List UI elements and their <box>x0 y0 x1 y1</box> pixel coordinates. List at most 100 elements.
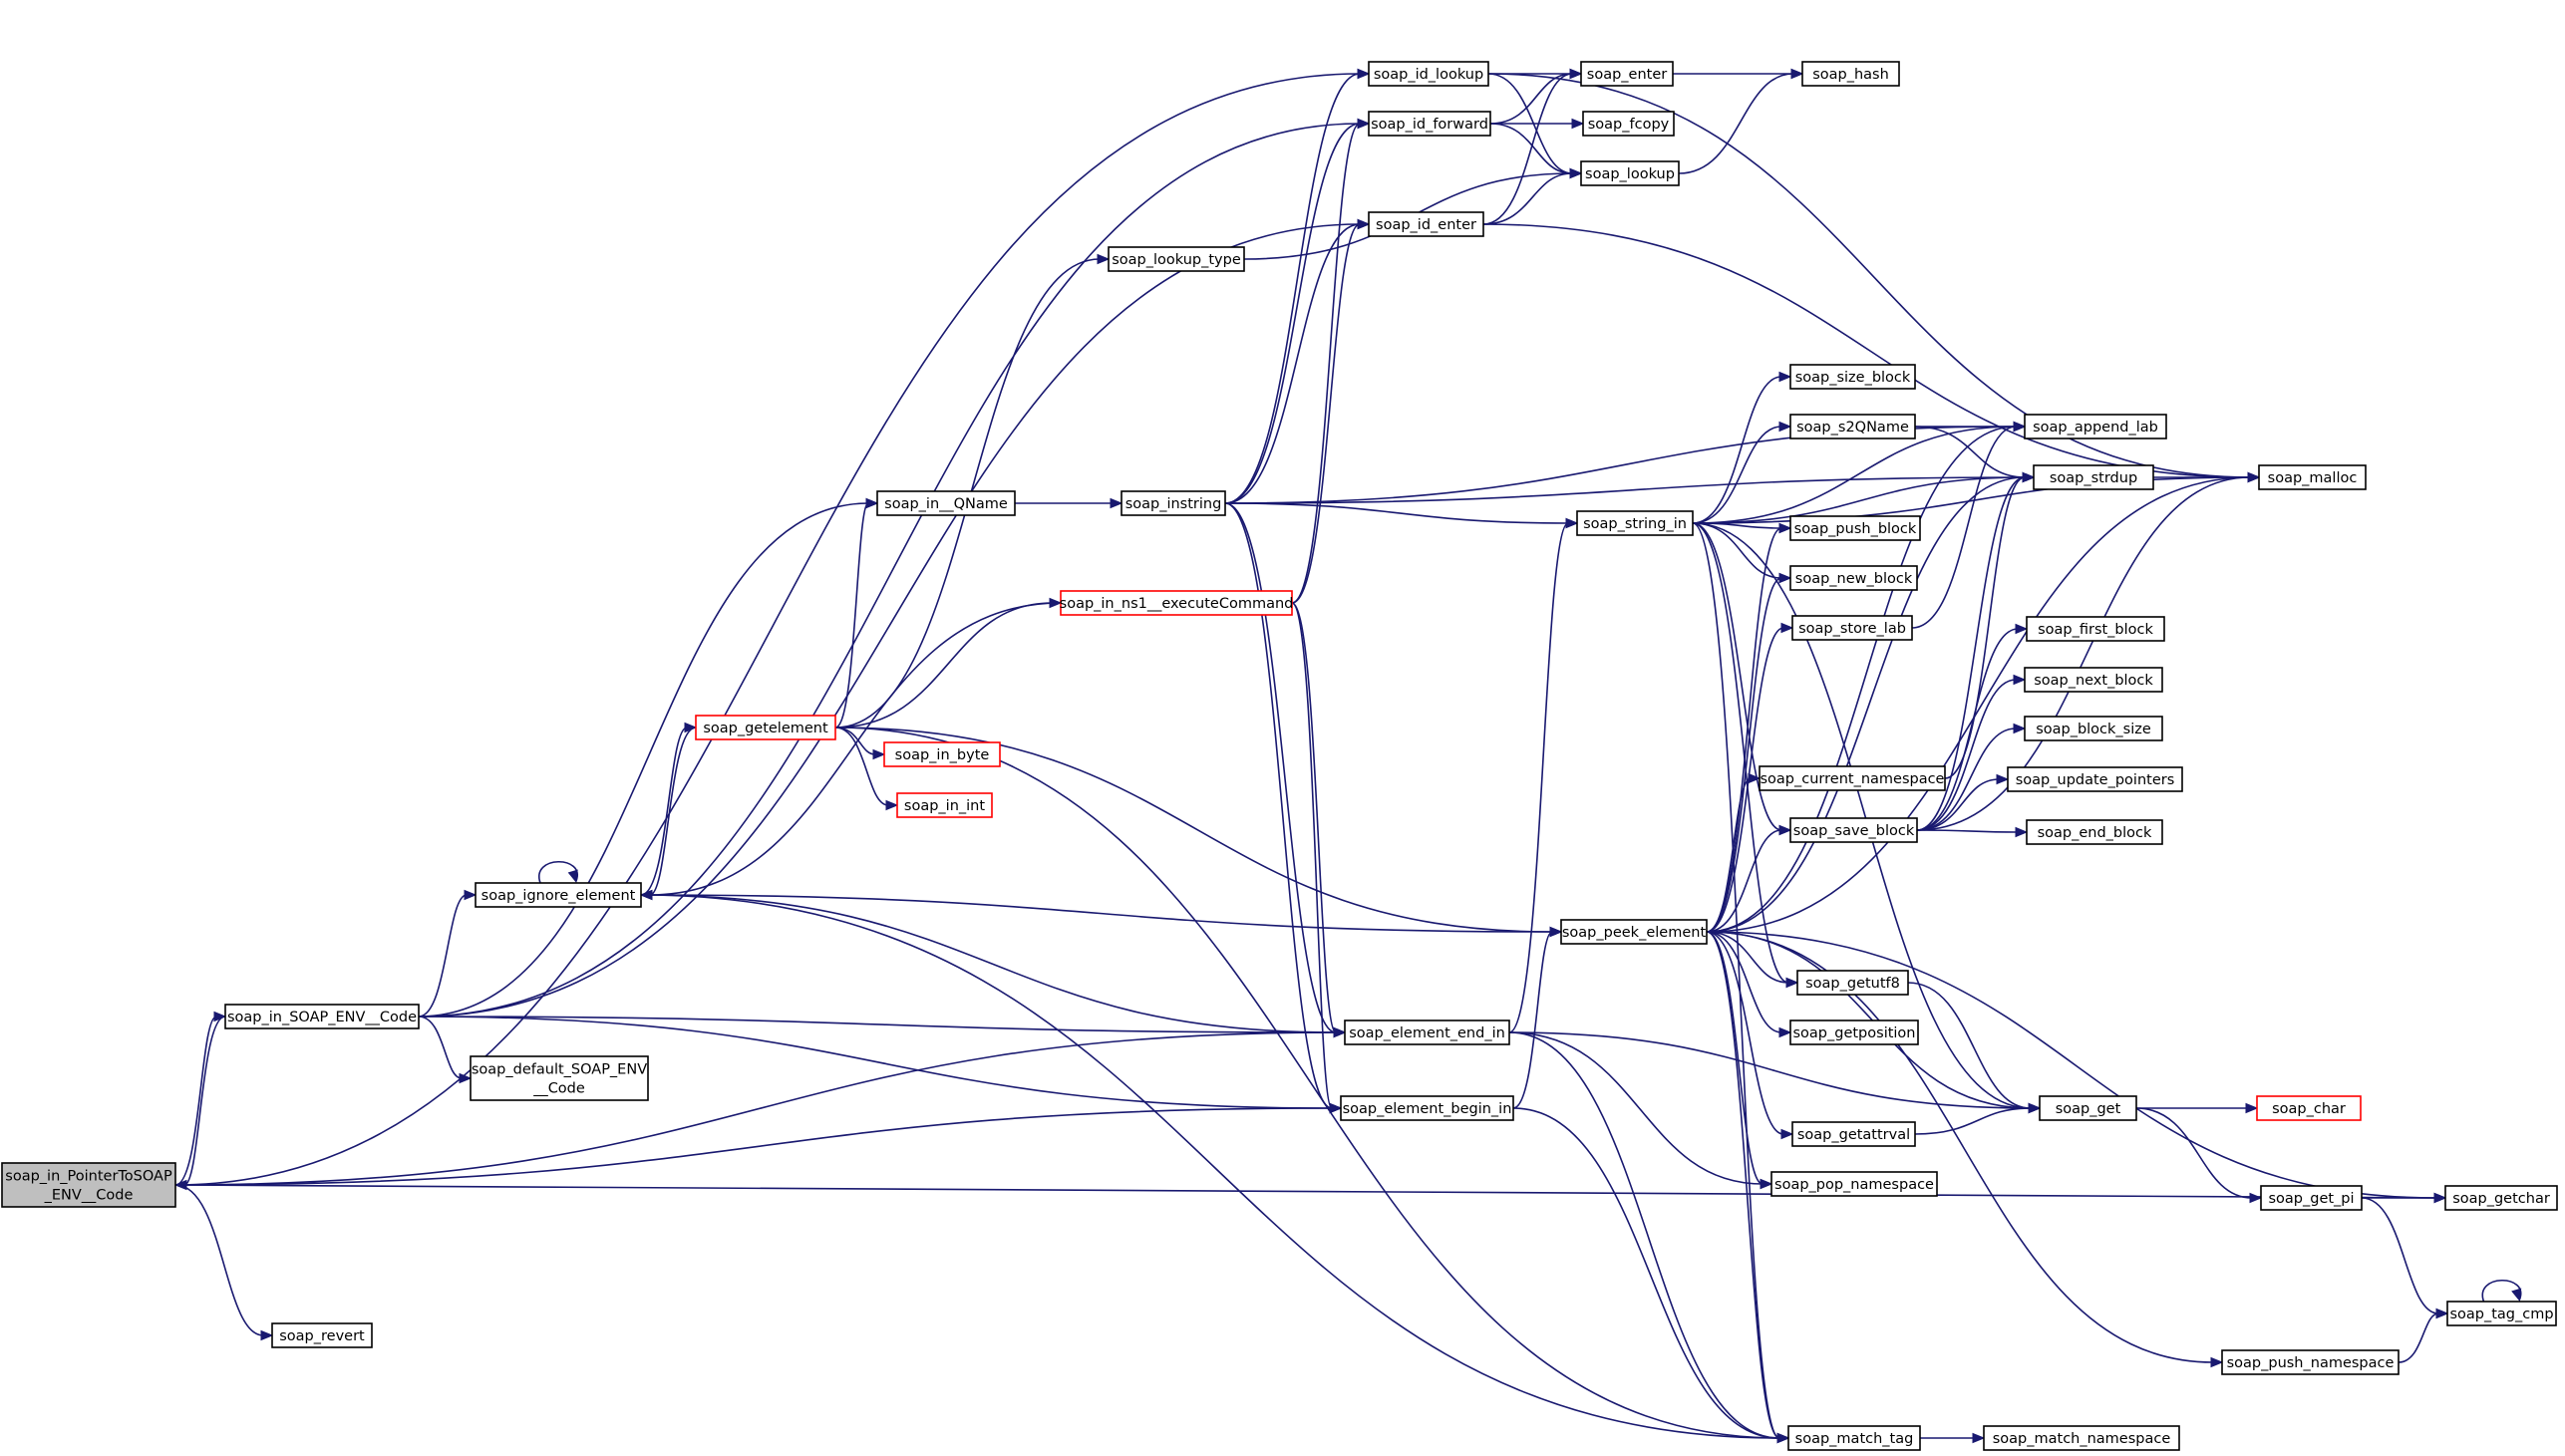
edge-line <box>418 894 468 1018</box>
node-soap-size-block[interactable]: soap_size_block <box>1789 364 1916 390</box>
edge-soap-instring-to-soap-id-lookup <box>1224 68 1371 504</box>
node-soap-end-block[interactable]: soap_end_block <box>2026 819 2163 845</box>
node-label: __Code <box>532 1081 585 1097</box>
edge-arrowhead <box>1778 421 1792 433</box>
node-soap-element-begin-in[interactable]: soap_element_begin_in <box>1340 1095 1514 1121</box>
edge-soap-instring-to-soap-string-in <box>1224 502 1579 529</box>
node-label: soap_save_block <box>1793 823 1915 839</box>
edge-soap-instring-to-soap-id-forward <box>1224 118 1371 504</box>
node-soap-current-namespace[interactable]: soap_current_namespace <box>1759 765 1946 791</box>
edge-soap-peek-element-to-soap-match-tag <box>1706 931 1790 1444</box>
edge-soap-element-end-in-to-soap-string-in <box>1508 517 1579 1033</box>
node-soap-match-namespace[interactable]: soap_match_namespace <box>1983 1425 2180 1451</box>
node-soap-in-byte[interactable]: soap_in_byte <box>883 741 1001 767</box>
node-soap-append-lab[interactable]: soap_append_lab <box>2024 414 2167 439</box>
node-label: soap_s2QName <box>1796 420 1909 436</box>
edge-root-to-soap-element-end-in <box>174 1026 1347 1186</box>
node-soap-malloc[interactable]: soap_malloc <box>2258 464 2367 490</box>
edge-line <box>1508 1031 2032 1109</box>
edge-line <box>418 1016 1337 1033</box>
node-box <box>1 1162 176 1208</box>
node-soap-char[interactable]: soap_char <box>2256 1095 2362 1121</box>
node-soap-peek-element[interactable]: soap_peek_element <box>1560 919 1708 945</box>
node-soap-get-pi[interactable]: soap_get_pi <box>2260 1185 2363 1211</box>
node-soap-in-int[interactable]: soap_in_int <box>896 792 993 818</box>
edge-soap-instring-to-soap-element-end-in <box>1224 502 1347 1038</box>
node-label: soap_in_ns1__executeCommand <box>1060 596 1294 612</box>
node-box <box>2260 1185 2363 1211</box>
node-soap-strdup[interactable]: soap_strdup <box>2033 464 2154 490</box>
node-soap-s2QName[interactable]: soap_s2QName <box>1789 414 1916 439</box>
node-box <box>1791 1121 1916 1147</box>
node-label: soap_id_enter <box>1376 217 1476 233</box>
edge-line <box>1224 502 1569 524</box>
node-box <box>1580 61 1674 87</box>
node-label: soap_char <box>2272 1101 2346 1117</box>
edge-line <box>1914 426 2026 478</box>
node-box <box>2039 1095 2137 1121</box>
node-soap-push-block[interactable]: soap_push_block <box>1789 515 1921 541</box>
node-soap-update-pointers[interactable]: soap_update_pointers <box>2007 766 2183 792</box>
node-soap-revert[interactable]: soap_revert <box>271 1322 373 1348</box>
edge-line <box>1911 426 2017 629</box>
node-soap-in-SOAP-ENV--Code[interactable]: soap_in_SOAP_ENV__Code <box>224 1004 420 1029</box>
edge-soap-element-end-in-to-soap-get <box>1508 1031 2042 1114</box>
node-label: soap_instring <box>1125 496 1222 512</box>
edge-line <box>1692 522 1782 529</box>
edge-arrowhead <box>2028 1102 2042 1114</box>
node-soap-ignore-element[interactable]: soap_ignore_element <box>475 882 642 908</box>
node-soap-string-in[interactable]: soap_string_in <box>1576 510 1694 536</box>
node-label: soap_element_end_in <box>1349 1025 1505 1041</box>
edge-line <box>1706 931 1784 1135</box>
node-soap-getposition[interactable]: soap_getposition <box>1789 1019 1919 1045</box>
node-box <box>695 715 836 740</box>
edge-soap-save-block-to-soap-block-size <box>1916 723 2027 831</box>
edge-line <box>640 894 1553 933</box>
node-soap-fcopy[interactable]: soap_fcopy <box>1582 111 1675 137</box>
node-soap-in-ns1--executeCommand[interactable]: soap_in_ns1__executeCommand <box>1060 590 1294 616</box>
edge-line <box>1706 476 2026 933</box>
node-soap-in--QName[interactable]: soap_in__QName <box>876 490 1016 516</box>
node-soap-store-lab[interactable]: soap_store_lab <box>1791 615 1913 641</box>
node-soap-block-size[interactable]: soap_block_size <box>2024 716 2163 741</box>
node-label: soap_match_tag <box>1795 1431 1914 1447</box>
node-soap-lookup-type[interactable]: soap_lookup_type <box>1108 246 1245 272</box>
node-soap-pop-namespace[interactable]: soap_pop_namespace <box>1770 1171 1938 1197</box>
edge-line <box>418 1016 1333 1109</box>
node-soap-tag-cmp[interactable]: soap_tag_cmp <box>2446 1301 2557 1326</box>
node-soap-hash[interactable]: soap_hash <box>1801 61 1900 87</box>
node-root[interactable]: soap_in_PointerToSOAP_ENV__Code <box>1 1162 176 1208</box>
node-soap-instring[interactable]: soap_instring <box>1121 490 1226 516</box>
node-box <box>876 490 1016 516</box>
node-soap-match-tag[interactable]: soap_match_tag <box>1787 1425 1921 1451</box>
node-box <box>896 792 993 818</box>
node-soap-new-block[interactable]: soap_new_block <box>1789 565 1918 591</box>
node-box <box>475 882 642 908</box>
node-soap-next-block[interactable]: soap_next_block <box>2024 667 2163 693</box>
node-soap-getutf8[interactable]: soap_getutf8 <box>1796 970 1909 996</box>
node-soap-lookup[interactable]: soap_lookup <box>1580 160 1680 186</box>
node-label: soap_string_in <box>1583 516 1687 532</box>
edge-line <box>418 1016 463 1079</box>
node-soap-element-end-in[interactable]: soap_element_end_in <box>1344 1019 1510 1045</box>
node-soap-save-block[interactable]: soap_save_block <box>1789 817 1918 843</box>
node-box <box>1060 590 1293 616</box>
edge-line <box>1224 123 1361 504</box>
edge-line <box>1706 829 1782 933</box>
node-soap-get[interactable]: soap_get <box>2039 1095 2137 1121</box>
node-soap-getelement[interactable]: soap_getelement <box>695 715 836 740</box>
node-soap-push-namespace[interactable]: soap_push_namespace <box>2221 1349 2400 1375</box>
edge-arrowhead <box>260 1329 274 1341</box>
node-soap-id-enter[interactable]: soap_id_enter <box>1368 211 1484 237</box>
node-soap-enter[interactable]: soap_enter <box>1580 61 1674 87</box>
node-soap-first-block[interactable]: soap_first_block <box>2026 616 2165 642</box>
node-soap-default-SOAP-ENV--Code[interactable]: soap_default_SOAP_ENV__Code <box>470 1055 649 1101</box>
edge-line <box>1914 1107 2032 1135</box>
node-soap-getattrval[interactable]: soap_getattrval <box>1791 1121 1916 1147</box>
node-soap-id-forward[interactable]: soap_id_forward <box>1368 111 1491 137</box>
edge-line <box>1706 426 2017 933</box>
node-soap-id-lookup[interactable]: soap_id_lookup <box>1368 61 1489 87</box>
edge-soap-getelement-to-soap-match-tag <box>834 727 1790 1444</box>
node-soap-getchar[interactable]: soap_getchar <box>2444 1185 2558 1211</box>
node-label: soap_element_begin_in <box>1343 1101 1512 1117</box>
